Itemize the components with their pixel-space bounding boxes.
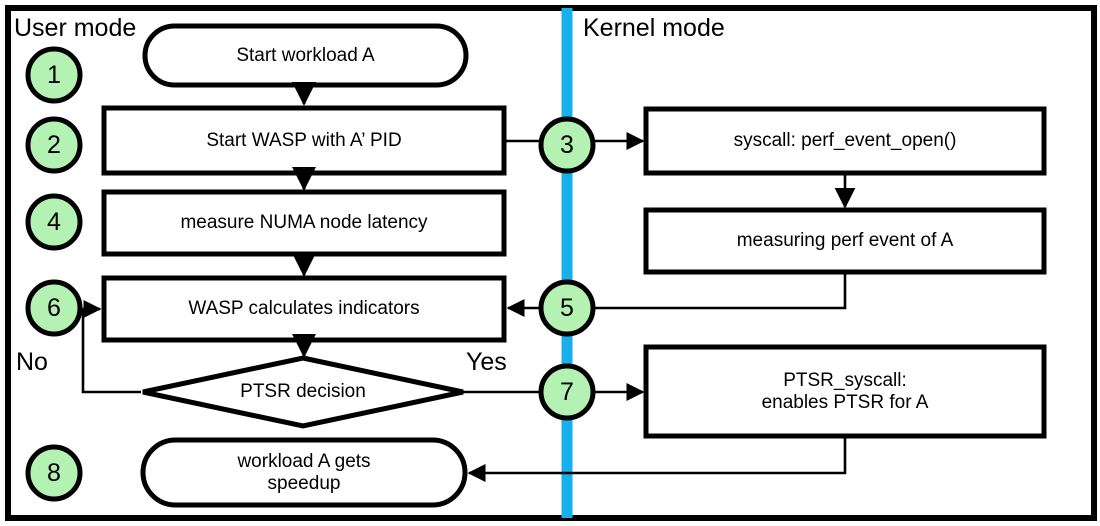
node-perf-event-open — [643, 106, 1047, 176]
node-ptsr-syscall — [643, 344, 1047, 439]
node-start-workload — [142, 23, 469, 88]
step-circle-8 — [25, 444, 83, 502]
step-circle-6 — [25, 279, 83, 337]
edge-decision-no-loop — [81, 299, 141, 394]
step-circle-4 — [25, 193, 83, 251]
step-circle-2 — [25, 116, 83, 174]
node-workload-speedup — [140, 437, 468, 508]
node-ptsr-decision — [142, 355, 464, 429]
step-circle-5 — [538, 279, 596, 337]
node-wasp-indicators — [101, 275, 507, 343]
node-start-wasp — [101, 105, 507, 176]
node-measuring-perf — [643, 207, 1047, 275]
edge-ptsr-to-speedup — [467, 437, 847, 483]
step-circle-7 — [538, 363, 596, 421]
step-circle-1 — [25, 46, 83, 104]
step-circle-3 — [538, 116, 596, 174]
edge-measuring-to-indicators — [592, 273, 847, 310]
node-measure-numa — [101, 189, 507, 257]
